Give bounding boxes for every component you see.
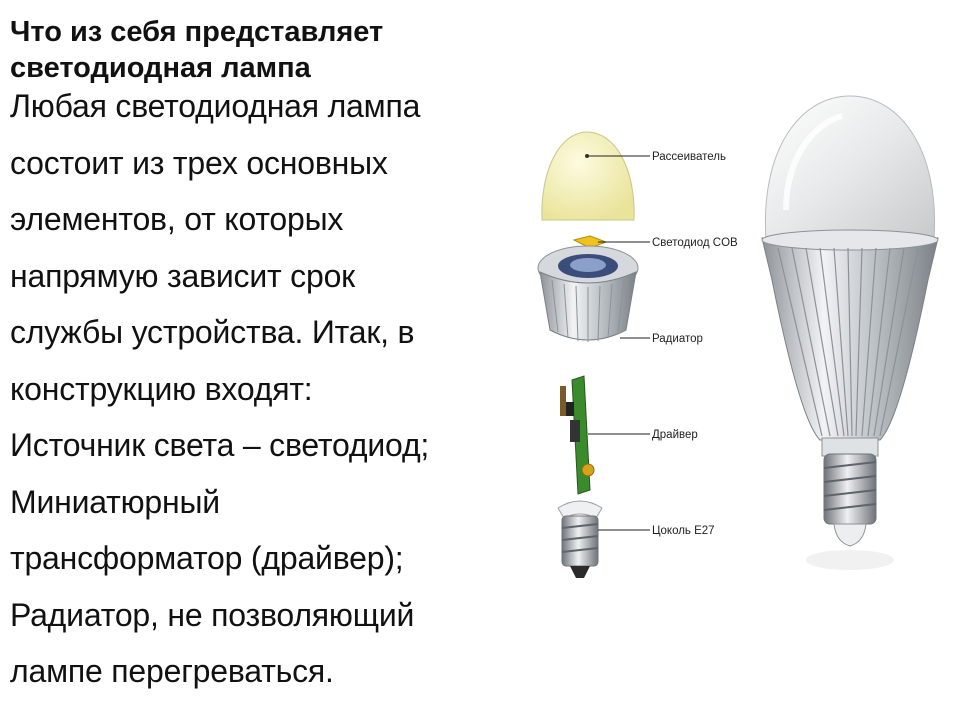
label-socket: Цоколь Е27 (652, 525, 715, 537)
body-line-10: Радиатор, не позволяющий (10, 596, 415, 633)
title-line-1: Что из себя представляет (10, 16, 384, 48)
callout-lines (587, 155, 650, 531)
label-diffuser: Рассеиватель (652, 151, 726, 163)
label-radiator: Радиатор (652, 333, 703, 345)
body-line-8: Миниатюрный (10, 483, 220, 520)
body-line-11: лампе перегреваться. (10, 653, 334, 689)
body-line-7: Источник света – светодиод; (10, 427, 430, 463)
label-cob-led: Светодиод COB (652, 237, 738, 249)
title-line-2: светодиодная лампа (10, 52, 311, 84)
slide-text: Что из себя представляет светодиодная ла… (10, 14, 540, 700)
assembled-bulb-illustration (761, 95, 939, 570)
label-driver: Драйвер (652, 429, 698, 441)
body-line-1: Любая светодиодная лампа (10, 88, 421, 124)
led-bulb-illustration: Рассеиватель Светодиод COB Радиатор Драй… (537, 95, 939, 578)
exploded-bulb-illustration (537, 131, 639, 578)
body-line-3: элементов, от которых (10, 201, 344, 237)
led-bulb-figure: Рассеиватель Светодиод COB Радиатор Драй… (530, 90, 960, 590)
body-line-9: трансформатор (драйвер); (10, 540, 404, 576)
body-line-6: конструкцию входят: (10, 370, 313, 407)
body-line-4: напрямую зависит срок (10, 257, 355, 294)
body-line-5: службы устройства. Итак, в (10, 314, 415, 350)
body-line-2: состоит из трех основных (10, 144, 388, 181)
